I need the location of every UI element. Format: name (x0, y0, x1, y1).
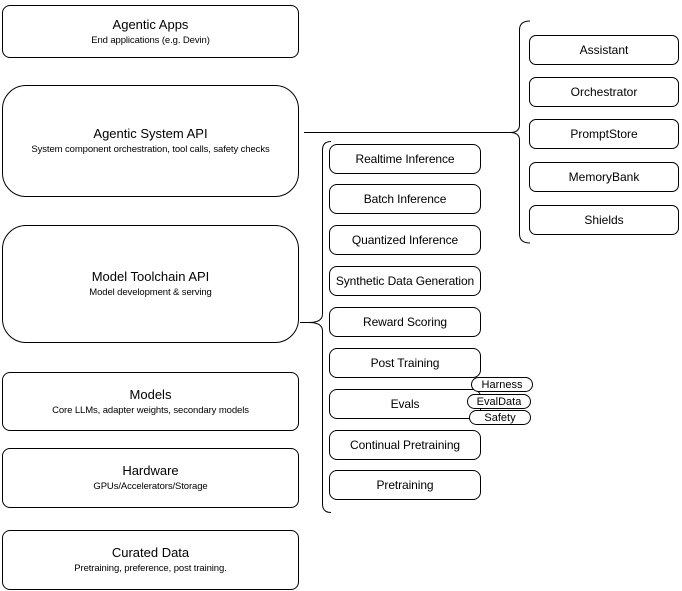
eval-tag-evaldata: EvalData (467, 394, 531, 409)
layer-title: Hardware (122, 463, 179, 478)
layer-subtitle: GPUs/Accelerators/Storage (93, 481, 208, 492)
capability-quantized-inference: Quantized Inference (329, 225, 481, 255)
capability-batch-inference: Batch Inference (329, 184, 481, 214)
component-promptstore: PromptStore (529, 119, 679, 149)
capability-reward-scoring: Reward Scoring (329, 307, 481, 337)
layer-title: Agentic Apps (112, 16, 189, 32)
layer-title: Curated Data (111, 545, 190, 560)
layer-subtitle: System component orchestration, tool cal… (31, 144, 270, 155)
capability-evals: Evals (329, 389, 481, 419)
layer-subtitle: Pretraining, preference, post training. (74, 563, 227, 574)
layer-title: Agentic System API (93, 126, 208, 141)
eval-tag-safety: Safety (469, 410, 531, 425)
capability-synthetic-data-generation: Synthetic Data Generation (329, 266, 481, 296)
layer-agentic-system-api: Agentic System API System component orch… (2, 85, 299, 197)
layer-subtitle: End applications (e.g. Devin) (91, 34, 210, 46)
layer-subtitle: Model development & serving (89, 287, 212, 298)
layer-model-toolchain-api: Model Toolchain API Model development & … (2, 225, 299, 343)
layer-hardware: Hardware GPUs/Accelerators/Storage (2, 448, 299, 508)
component-orchestrator: Orchestrator (529, 77, 679, 107)
layer-agentic-apps: Agentic Apps End applications (e.g. Devi… (2, 5, 299, 58)
capabilities-brace (308, 141, 332, 513)
layer-subtitle: Core LLMs, adapter weights, secondary mo… (52, 404, 249, 416)
layer-title: Model Toolchain API (91, 269, 210, 284)
component-shields: Shields (529, 205, 679, 235)
capability-continual-pretraining: Continual Pretraining (329, 430, 481, 460)
capability-realtime-inference: Realtime Inference (329, 144, 481, 174)
capability-pretraining: Pretraining (329, 470, 481, 500)
component-memorybank: MemoryBank (529, 162, 679, 192)
layer-title: Models (129, 386, 172, 402)
layer-curated-data: Curated Data Pretraining, preference, po… (2, 530, 299, 590)
capability-post-training: Post Training (329, 348, 481, 378)
components-brace (509, 20, 531, 244)
layer-models: Models Core LLMs, adapter weights, secon… (2, 372, 299, 431)
eval-tag-harness: Harness (471, 377, 533, 392)
component-assistant: Assistant (529, 35, 679, 65)
